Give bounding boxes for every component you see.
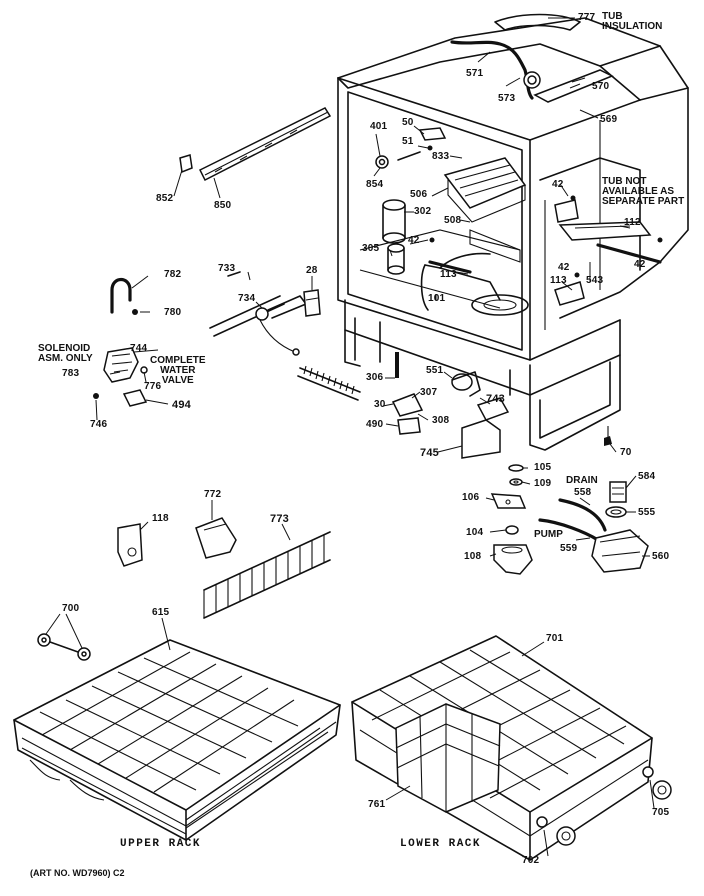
part-label-744: 744 <box>130 343 148 354</box>
part-label-833: 833 <box>432 151 450 162</box>
part-label-106: 106 <box>462 492 480 503</box>
part-label-508: 508 <box>444 215 462 226</box>
part-label-112: 112 <box>624 217 641 228</box>
part-label-850: 850 <box>214 200 232 211</box>
part-label-308: 308 <box>432 415 450 426</box>
part-label-573: 573 <box>498 93 516 104</box>
part-label-42-d: 42 <box>634 259 646 270</box>
note-solenoid: SOLENOID ASM. ONLY <box>38 343 93 364</box>
rack-accessory-parts <box>37 517 331 661</box>
part-label-555: 555 <box>638 507 656 518</box>
part-label-307: 307 <box>420 387 438 398</box>
part-label-558: 558 <box>574 487 592 498</box>
part-label-50: 50 <box>402 117 414 128</box>
leader-lines <box>45 17 655 857</box>
note-tub-insulation: TUB INSULATION <box>602 11 663 32</box>
caption-upper-rack: UPPER RACK <box>120 838 202 850</box>
part-label-559: 559 <box>560 543 578 554</box>
part-label-490: 490 <box>366 419 384 430</box>
part-label-51: 51 <box>402 136 414 147</box>
part-label-733: 733 <box>218 263 236 274</box>
part-label-776: 776 <box>144 381 162 392</box>
part-label-108: 108 <box>464 551 482 562</box>
part-label-105: 105 <box>534 462 552 473</box>
part-label-306: 306 <box>366 372 384 383</box>
part-label-782: 782 <box>164 269 182 280</box>
part-label-777: 777 <box>578 12 596 23</box>
lower-rack <box>351 635 653 861</box>
part-label-761: 761 <box>368 799 386 810</box>
part-label-104: 104 <box>466 527 484 538</box>
part-label-109: 109 <box>534 478 552 489</box>
part-label-734: 734 <box>238 293 256 304</box>
dishwasher-tub <box>179 13 689 459</box>
part-label-852: 852 <box>156 193 174 204</box>
pump-parts <box>490 464 649 575</box>
part-label-113-b: 113 <box>550 275 567 286</box>
part-label-702: 702 <box>522 855 540 866</box>
part-label-701: 701 <box>546 633 564 644</box>
part-label-584: 584 <box>638 471 656 482</box>
part-label-305: 305 <box>362 243 380 254</box>
part-label-302: 302 <box>414 206 432 217</box>
part-label-569: 569 <box>600 114 618 125</box>
part-label-42-b: 42 <box>552 179 564 190</box>
part-label-571: 571 <box>466 68 484 79</box>
part-label-560: 560 <box>652 551 670 562</box>
part-label-101: 101 <box>428 293 446 304</box>
part-label-506: 506 <box>410 189 428 200</box>
part-label-772: 772 <box>204 489 222 500</box>
part-label-70: 70 <box>620 447 632 458</box>
part-label-746: 746 <box>90 419 108 430</box>
part-label-494: 494 <box>172 399 191 411</box>
part-label-113-a: 113 <box>440 269 457 280</box>
art-number: (ART NO. WD7960) C2 <box>30 868 125 878</box>
part-label-705: 705 <box>652 807 670 818</box>
part-label-615: 615 <box>152 607 170 618</box>
part-label-42-a: 42 <box>408 235 420 246</box>
part-label-551: 551 <box>426 365 444 376</box>
rack-wheels <box>536 766 672 846</box>
note-complete-water-valve: COMPLETE WATER VALVE <box>150 355 206 386</box>
note-tub-not-available: TUB NOT AVAILABLE AS SEPARATE PART <box>602 176 685 207</box>
part-label-30: 30 <box>374 399 386 410</box>
part-label-700: 700 <box>62 603 80 614</box>
note-drain: DRAIN <box>566 475 598 486</box>
part-label-118: 118 <box>152 513 169 524</box>
part-label-543: 543 <box>586 275 604 286</box>
note-pump: PUMP <box>534 529 563 540</box>
part-label-854: 854 <box>366 179 384 190</box>
part-label-42-c: 42 <box>558 262 570 273</box>
left-small-parts <box>93 271 361 407</box>
part-label-28: 28 <box>306 265 318 276</box>
part-label-780: 780 <box>164 307 182 318</box>
part-label-783: 783 <box>62 368 80 379</box>
part-label-743: 743 <box>486 393 505 405</box>
caption-lower-rack: LOWER RACK <box>400 838 482 850</box>
part-label-570: 570 <box>592 81 610 92</box>
part-label-401: 401 <box>370 121 388 132</box>
part-label-745: 745 <box>420 447 439 459</box>
upper-rack <box>13 639 341 841</box>
part-label-773: 773 <box>270 513 289 525</box>
